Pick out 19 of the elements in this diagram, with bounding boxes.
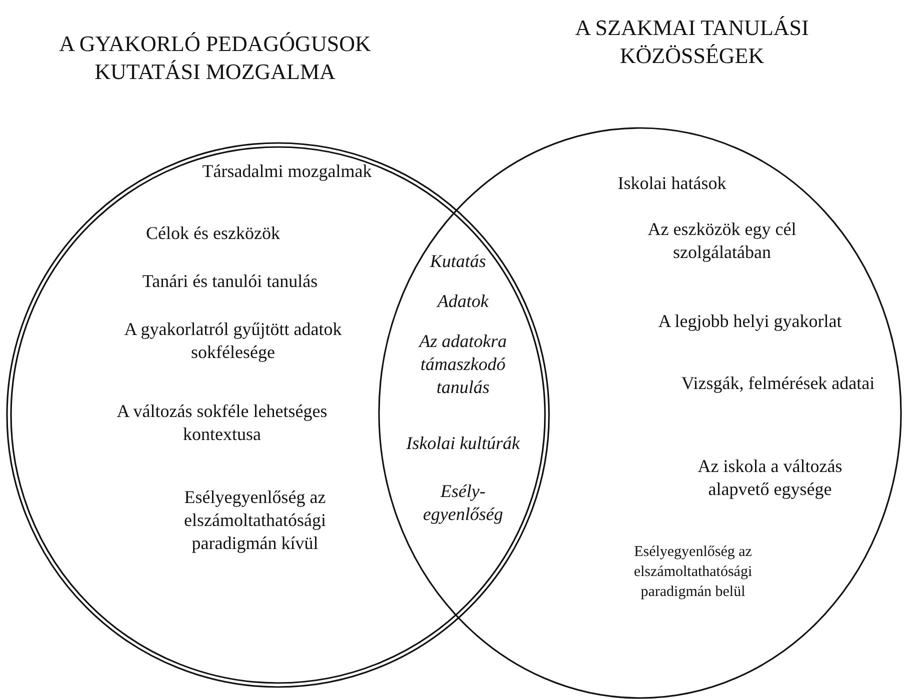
overlap-item: Kutatás xyxy=(428,250,487,273)
circle-item: Esélyegyenlőség az elszámoltathatósági paradigmán kívül xyxy=(183,486,327,555)
overlap-item: Iskolai kultúrák xyxy=(405,432,521,455)
circle-item: Társadalmi mozgalmak xyxy=(201,160,373,183)
overlap-item: Az adatokra támaszkodó tanulás xyxy=(417,330,508,399)
circle-item: Iskolai hatások xyxy=(616,172,728,195)
overlap-item: Esély-egyenlőség xyxy=(422,480,504,526)
overlap-item: Adatok xyxy=(436,290,490,313)
circle-heading: A SZAKMAI TANULÁSI KÖZÖSSÉGEK xyxy=(574,14,810,70)
circle-item: A gyakorlatról gyűjtött adatok sokfélesége xyxy=(123,318,343,364)
circle-item: Célok és eszközök xyxy=(145,222,281,245)
circle-item: Tanári és tanulói tanulás xyxy=(141,270,319,293)
circle-item: Vizsgák, felmérések adatai xyxy=(680,372,876,395)
circle-item: A változás sokféle lehetséges kontextusa xyxy=(116,400,328,446)
circle-item: Az iskola a változás alapvető egysége xyxy=(696,455,844,501)
circle-item: Esélyegyenlőség az elszámoltathatósági paradigmán belül xyxy=(632,543,754,602)
circle-item: Az eszközök egy cél szolgálatában xyxy=(646,218,798,264)
circle-heading: A GYAKORLÓ PEDAGÓGUSOK KUTATÁSI MOZGALMA xyxy=(58,30,372,86)
circle-item: A legjobb helyi gyakorlat xyxy=(657,310,843,333)
